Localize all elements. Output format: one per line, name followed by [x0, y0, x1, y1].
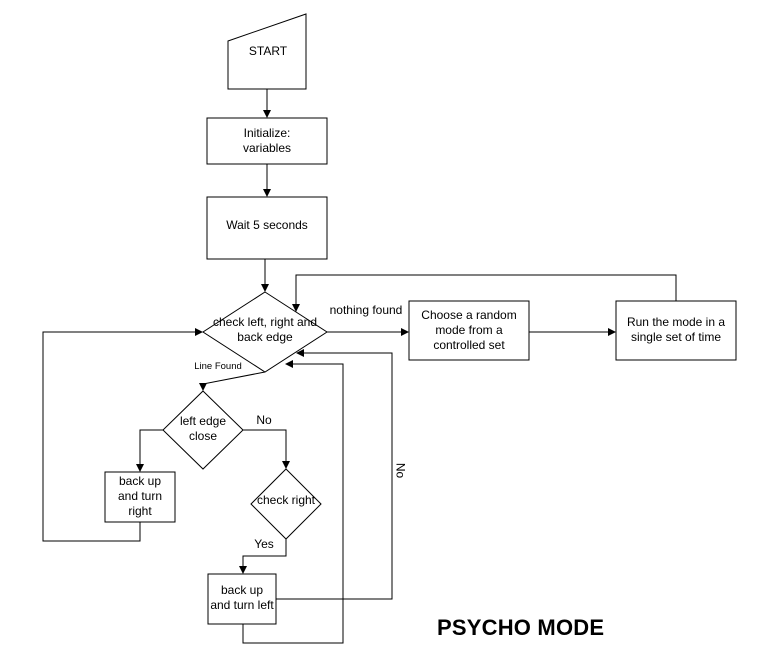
start-shape — [227, 13, 307, 90]
start-label: START — [248, 44, 288, 58]
wait-box — [206, 196, 328, 260]
edge-label-line-found: Line Found — [194, 361, 242, 372]
choose-mode-label: Choose a random mode from a controlled s… — [421, 308, 517, 352]
edge-leftedge-backupright — [136, 429, 163, 472]
edge-checkright-backupleft — [239, 539, 287, 574]
edge-checkright-check — [276, 349, 393, 600]
initialize-label: Initialize: variables — [242, 126, 292, 155]
edge-check-leftedge — [199, 371, 266, 391]
initialize-box — [206, 117, 328, 165]
edge-label-no-left: No — [256, 413, 272, 427]
left-edge-label: left edge close — [179, 414, 227, 443]
diagram-title: PSYCHO MODE — [437, 615, 605, 640]
run-mode-label: Run the mode in a single set of time — [626, 315, 726, 344]
backup-left-label: back up and turn left — [210, 583, 274, 612]
wait-label: Wait 5 seconds — [226, 218, 308, 232]
check-edges-label: check left, right and back edge — [212, 315, 318, 344]
left-edge-diamond — [162, 390, 244, 470]
edge-leftedge-checkright — [243, 429, 290, 469]
edge-backupleft-check — [242, 360, 344, 644]
backup-left-box — [207, 573, 277, 625]
backup-right-box — [104, 471, 176, 523]
choose-mode-box — [408, 300, 530, 361]
backup-right-label: back up and turn right — [117, 474, 163, 518]
edge-run-check — [292, 274, 677, 312]
edge-backupright-check — [42, 328, 203, 542]
edge-label-nothing-found: nothing found — [329, 303, 403, 317]
edge-label-yes: Yes — [254, 537, 274, 551]
edge-label-no-right: No — [393, 462, 408, 479]
check-right-label: check right — [256, 493, 316, 507]
